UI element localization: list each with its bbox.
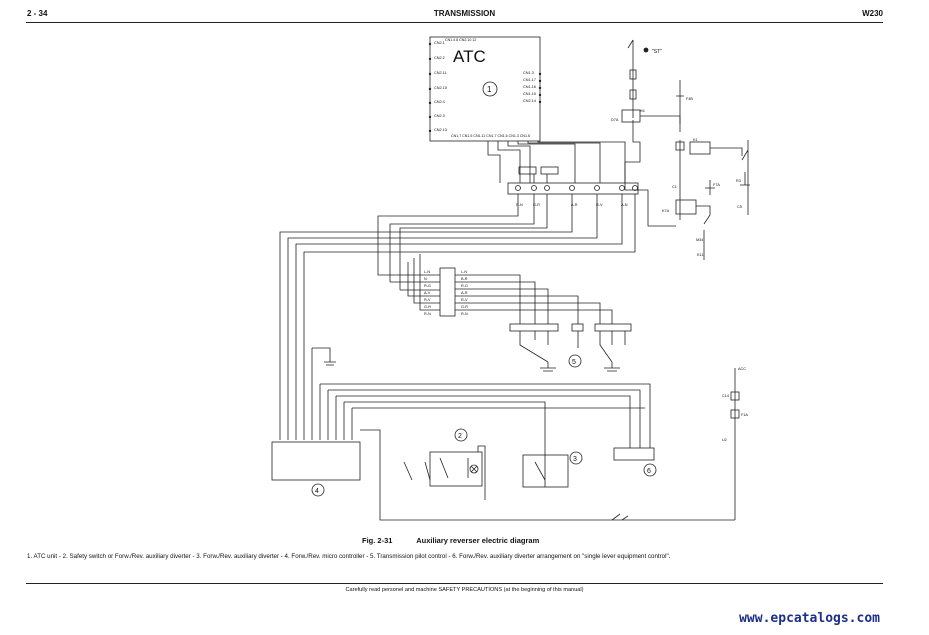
callout-4: 4	[315, 488, 319, 495]
wire-label: A-N	[621, 203, 628, 207]
key-switch-label: "ST"	[652, 49, 662, 55]
acc-label: F1A	[741, 413, 748, 417]
relay-label: C1	[672, 185, 677, 189]
mid-right-label: B-R	[461, 277, 468, 281]
relay-label: F4B	[686, 97, 693, 101]
acc-label: ACC	[738, 367, 746, 371]
micro-controller-box	[271, 441, 361, 481]
callout-1-circle	[482, 81, 498, 97]
figure-title: Auxiliary reverser electric diagram	[416, 536, 540, 545]
callout-3-circle	[569, 451, 583, 465]
relay-label: K11	[697, 253, 703, 257]
atc-pin-left: CN2.4	[434, 100, 445, 104]
atc-pin-right: CN1.3	[523, 71, 534, 75]
atc-pin-left: CN2.3	[434, 114, 445, 118]
relay-label: M34	[696, 238, 703, 242]
mid-right-label: L-N	[461, 270, 467, 274]
relay-label: C5	[737, 205, 742, 209]
footer-rule	[26, 583, 883, 584]
atc-pin-right: CN1.17	[523, 78, 536, 82]
relay-label: K7A	[662, 209, 670, 213]
callout-6-circle	[643, 463, 657, 477]
diverter-arrangement-box	[613, 447, 655, 461]
header-rule	[26, 22, 883, 23]
watermark: www.epcatalogs.com	[739, 611, 880, 626]
mid-right-label: R-V	[461, 298, 468, 302]
relay-label: K1	[693, 138, 698, 142]
section-title: TRANSMISSION	[433, 9, 496, 18]
wire-label: A-R	[571, 203, 578, 207]
figure-legend: 1. ATC unit - 2. Safety switch or Forw./…	[27, 553, 671, 560]
connector-row	[507, 182, 639, 195]
callout-5: 5	[572, 359, 576, 366]
acc-label: U2	[722, 438, 727, 442]
callout-2: 2	[458, 433, 462, 440]
relay-label: K6	[640, 109, 645, 113]
callout-2-circle	[454, 428, 468, 442]
relay-label: D7A	[611, 118, 619, 122]
model-name: W230	[862, 9, 883, 18]
page-number: 2 - 34	[27, 9, 48, 18]
wire-label: G-R	[533, 203, 540, 207]
lamp-icon	[469, 464, 479, 474]
atc-pin-right: CN2.14	[523, 99, 536, 103]
relay-k1	[689, 141, 711, 155]
relay-k2	[675, 199, 697, 215]
mid-right-label: R-G	[461, 284, 468, 288]
relay-label: F7A	[713, 183, 720, 187]
connector-mid	[439, 267, 456, 317]
mid-left-label: A-V	[424, 291, 431, 295]
atc-pin-left: CN2.15	[434, 86, 447, 90]
mid-left-label: R-V	[424, 298, 431, 302]
callout-1: 1	[487, 85, 492, 94]
atc-bottom-pins: CN1.7 CN1.5 CN1.11 CN1.7 CN1.6 CN1.3 CN1…	[451, 134, 530, 138]
callout-5-circle	[568, 354, 582, 368]
diode-block	[518, 166, 537, 175]
mid-right-label: A-R	[461, 291, 468, 295]
relay-k6	[621, 109, 641, 123]
atc-title: ATC	[453, 47, 486, 66]
acc-label: C14	[722, 394, 729, 398]
callout-3: 3	[573, 456, 577, 463]
callout-4-circle	[311, 483, 325, 497]
diverter-box	[522, 454, 569, 488]
wire-label: R-V	[596, 203, 603, 207]
atc-pin-right: CN1.15	[523, 92, 536, 96]
mid-left-label: G-R	[424, 305, 431, 309]
figure-number: Fig. 2-31	[362, 536, 393, 545]
figure-caption: Fig. 2-31 Auxiliary reverser electric di…	[362, 536, 561, 545]
mid-left-label: R-N	[424, 312, 431, 316]
footer-note: Carefully read personel and machine SAFE…	[345, 587, 584, 593]
mid-right-label: R-N	[461, 312, 468, 316]
atc-pin-left: CN2.13	[434, 128, 447, 132]
diode-block	[540, 166, 559, 175]
mid-left-label: R-G	[424, 284, 431, 288]
wire-label: R-N	[516, 203, 523, 207]
atc-pin-left: CN2.2	[434, 56, 445, 60]
safety-switch-box	[429, 451, 483, 487]
atc-top-pins: CN1.4 8 CN2.10 12	[445, 38, 476, 42]
callout-6: 6	[647, 468, 651, 475]
mid-left-label: N	[424, 277, 427, 281]
atc-pin-right: CN1.16	[523, 85, 536, 89]
mid-right-label: G-R	[461, 305, 468, 309]
mid-left-label: L-N	[424, 270, 430, 274]
atc-pin-left: CN2.1	[434, 41, 445, 45]
relay-label: R3	[736, 179, 741, 183]
atc-pin-left: CN2.11	[434, 71, 447, 75]
